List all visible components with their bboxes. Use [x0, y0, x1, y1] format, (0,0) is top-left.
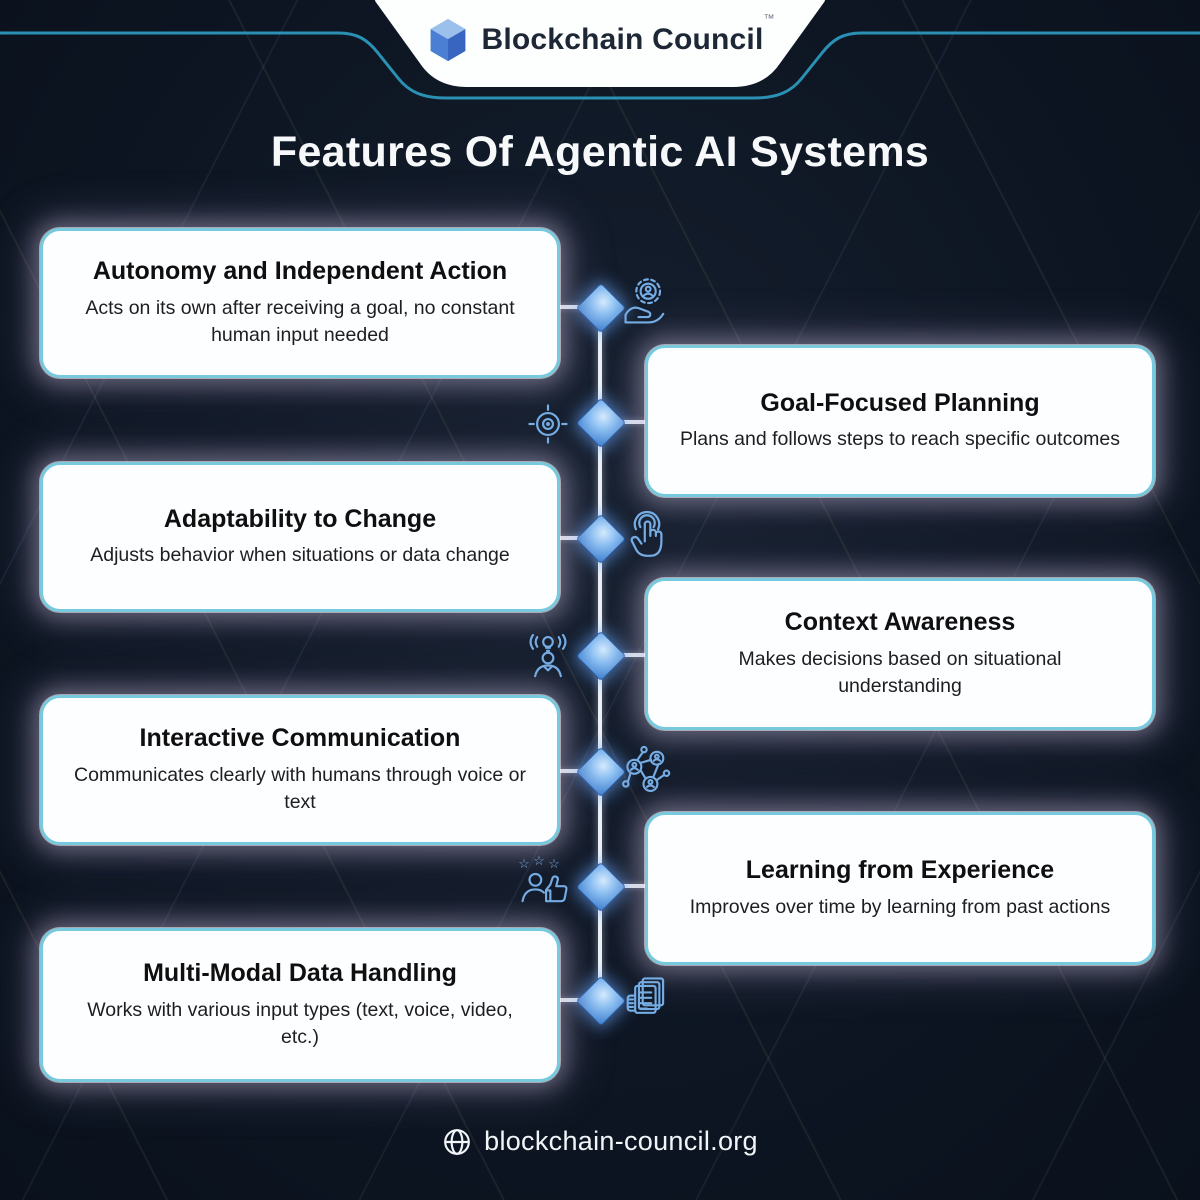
tap-gesture-icon: [618, 506, 676, 568]
brand-name: Blockchain Council™: [481, 13, 775, 56]
card-description: Works with various input types (text, vo…: [87, 998, 513, 1048]
person-idea-icon: [518, 628, 578, 688]
feature-card-multimodal: Multi-Modal Data Handling Works with var…: [40, 928, 560, 1082]
timeline-node: [575, 861, 627, 913]
card-description: Acts on its own after receiving a goal, …: [85, 296, 515, 346]
timeline-node: [575, 397, 627, 449]
card-title: Context Awareness: [784, 608, 1016, 637]
feature-card-learning: Learning from Experience Improves over t…: [645, 812, 1155, 965]
svg-text:☆: ☆: [548, 857, 560, 872]
target-icon: [524, 400, 572, 448]
card-title: Learning from Experience: [745, 856, 1055, 885]
documents-icon: [618, 972, 676, 1030]
cube-logo-icon: [430, 18, 465, 62]
card-title: Goal-Focused Planning: [760, 388, 1040, 417]
svg-text:☆: ☆: [533, 854, 545, 869]
brand: Blockchain Council™: [0, 13, 1200, 64]
feature-card-adaptability: Adaptability to Change Adjusts behavior …: [40, 462, 560, 612]
header-banner: [0, 0, 1200, 100]
feature-card-autonomy: Autonomy and Independent Action Acts on …: [40, 228, 560, 378]
page-title: Features Of Agentic AI Systems: [270, 128, 930, 176]
footer-link[interactable]: blockchain-council.org: [484, 1126, 758, 1156]
gear-hand-icon: [618, 274, 674, 330]
timeline-node: [575, 630, 627, 682]
feature-card-goal-planning: Goal-Focused Planning Plans and follows …: [645, 345, 1155, 497]
card-title: Autonomy and Independent Action: [92, 257, 508, 286]
globe-icon: [444, 1128, 470, 1155]
card-title: Multi-Modal Data Handling: [143, 959, 457, 988]
feature-card-communication: Interactive Communication Communicates c…: [40, 695, 560, 845]
svg-text:☆: ☆: [518, 857, 530, 872]
footer: blockchain-council.org: [0, 1126, 1200, 1157]
card-title: Interactive Communication: [139, 724, 461, 753]
feature-card-context-awareness: Context Awareness Makes decisions based …: [645, 578, 1155, 730]
card-description: Makes decisions based on situational und…: [738, 647, 1062, 697]
thumbs-up-stars-icon: ☆ ☆ ☆: [514, 852, 576, 914]
card-description: Improves over time by learning from past…: [689, 895, 1111, 918]
card-description: Adjusts behavior when situations or data…: [90, 544, 510, 567]
card-description: Plans and follows steps to reach specifi…: [679, 428, 1121, 451]
card-title: Adaptability to Change: [163, 504, 437, 533]
people-network-icon: [614, 740, 674, 800]
trademark-symbol: ™: [763, 13, 775, 25]
card-description: Communicates clearly with humans through…: [74, 763, 526, 813]
